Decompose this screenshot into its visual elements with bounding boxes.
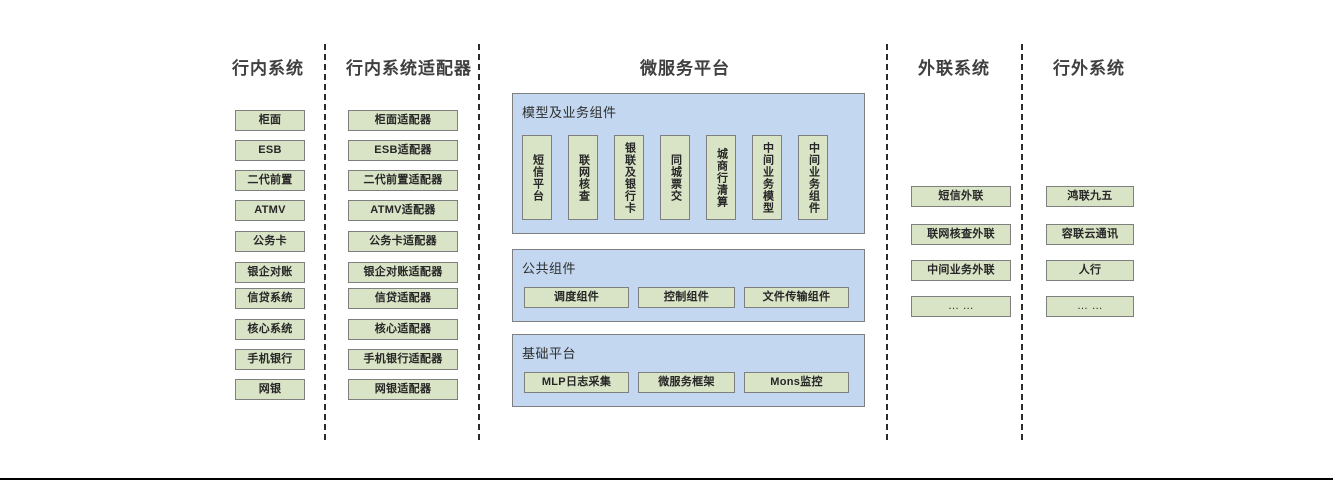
- panel-base-platform: [512, 334, 865, 407]
- column-title-internal-system-adapters: 行内系统适配器: [346, 59, 472, 78]
- base-platform-box[interactable]: Mons监控: [744, 372, 849, 393]
- external-link-box[interactable]: 中间业务外联: [911, 260, 1011, 281]
- adapter-box[interactable]: 二代前置适配器: [348, 170, 458, 191]
- system-box[interactable]: 手机银行: [235, 349, 305, 370]
- column-title-outside-bank-systems: 行外系统: [1053, 59, 1125, 78]
- adapter-box[interactable]: ATMV适配器: [348, 200, 458, 221]
- column-divider-1: [324, 44, 326, 440]
- public-component-box[interactable]: 调度组件: [524, 287, 629, 308]
- component-box-vertical[interactable]: 城商行清算: [706, 135, 736, 220]
- system-box[interactable]: 公务卡: [235, 231, 305, 252]
- column-divider-2: [478, 44, 480, 440]
- outside-system-box[interactable]: 鸿联九五: [1046, 186, 1134, 207]
- adapter-box[interactable]: 柜面适配器: [348, 110, 458, 131]
- outside-system-box[interactable]: 容联云通讯: [1046, 224, 1134, 245]
- panel-label-base-platform: 基础平台: [522, 346, 577, 361]
- component-label: 银联及银行卡: [623, 141, 636, 214]
- adapter-box[interactable]: 银企对账适配器: [348, 262, 458, 283]
- component-label: 同城票交: [669, 153, 682, 202]
- system-box[interactable]: 二代前置: [235, 170, 305, 191]
- base-platform-box[interactable]: 微服务框架: [638, 372, 735, 393]
- system-box[interactable]: 网银: [235, 379, 305, 400]
- base-platform-box[interactable]: MLP日志采集: [524, 372, 629, 393]
- external-link-box[interactable]: 联网核查外联: [911, 224, 1011, 245]
- component-label: 中间业务模型: [761, 141, 774, 214]
- adapter-box[interactable]: 网银适配器: [348, 379, 458, 400]
- component-box-vertical[interactable]: 中间业务组件: [798, 135, 828, 220]
- adapter-box[interactable]: 信贷适配器: [348, 288, 458, 309]
- system-box[interactable]: 信贷系统: [235, 288, 305, 309]
- public-component-box[interactable]: 文件传输组件: [744, 287, 849, 308]
- system-box[interactable]: 柜面: [235, 110, 305, 131]
- system-box[interactable]: 核心系统: [235, 319, 305, 340]
- component-box-vertical[interactable]: 短信平台: [522, 135, 552, 220]
- column-title-external-link-systems: 外联系统: [918, 59, 990, 78]
- component-label: 联网核查: [577, 153, 590, 202]
- system-box[interactable]: ESB: [235, 140, 305, 161]
- adapter-box[interactable]: 核心适配器: [348, 319, 458, 340]
- panel-label-public-components: 公共组件: [522, 261, 577, 276]
- component-box-vertical[interactable]: 同城票交: [660, 135, 690, 220]
- external-link-box[interactable]: … …: [911, 296, 1011, 317]
- component-label: 短信平台: [531, 153, 544, 202]
- adapter-box[interactable]: 公务卡适配器: [348, 231, 458, 252]
- column-title-internal-systems: 行内系统: [232, 59, 304, 78]
- adapter-box[interactable]: 手机银行适配器: [348, 349, 458, 370]
- outside-system-box[interactable]: 人行: [1046, 260, 1134, 281]
- outside-system-box[interactable]: … …: [1046, 296, 1134, 317]
- system-box[interactable]: 银企对账: [235, 262, 305, 283]
- component-label: 城商行清算: [715, 147, 728, 208]
- adapter-box[interactable]: ESB适配器: [348, 140, 458, 161]
- column-title-microservice-platform: 微服务平台: [640, 59, 730, 78]
- component-box-vertical[interactable]: 银联及银行卡: [614, 135, 644, 220]
- component-box-vertical[interactable]: 中间业务模型: [752, 135, 782, 220]
- panel-public-components: [512, 249, 865, 322]
- external-link-box[interactable]: 短信外联: [911, 186, 1011, 207]
- public-component-box[interactable]: 控制组件: [638, 287, 735, 308]
- system-box[interactable]: ATMV: [235, 200, 305, 221]
- component-label: 中间业务组件: [807, 141, 820, 214]
- column-divider-4: [1021, 44, 1023, 440]
- bottom-divider-rule: [0, 478, 1333, 480]
- column-divider-3: [886, 44, 888, 440]
- panel-label-model-business-components: 模型及业务组件: [522, 105, 617, 120]
- component-box-vertical[interactable]: 联网核查: [568, 135, 598, 220]
